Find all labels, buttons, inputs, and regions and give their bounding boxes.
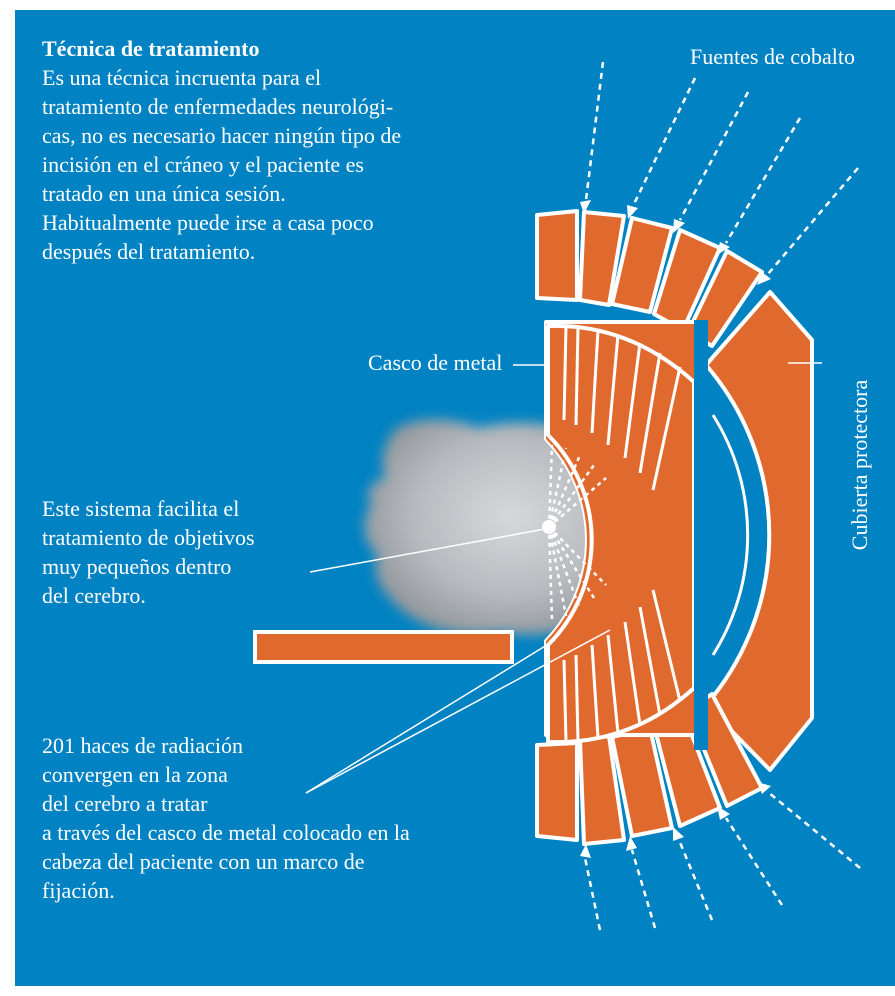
target-point	[542, 520, 556, 534]
intro-title: Técnica de tratamiento	[42, 36, 260, 61]
beams-note-line: a través del casco de metal colocado en …	[42, 820, 410, 845]
beams-note: 201 haces de radiación convergen en la z…	[42, 731, 410, 905]
target-note-line: tratamiento de objetivos	[42, 525, 255, 550]
protective-cover-label: Cubierta protectora	[847, 379, 872, 551]
upper-source-blocks	[535, 209, 764, 348]
intro-line: cas, no es necesario hacer ningún tipo d…	[42, 123, 402, 148]
intro-line: después del tratamiento.	[42, 239, 256, 264]
intro-line: Habitualmente puede irse a casa poco	[42, 210, 374, 235]
beam-arrowheads	[580, 200, 771, 858]
patient-head	[364, 419, 631, 635]
radiation-beams-top	[584, 61, 859, 275]
beams-note-line: cabeza del paciente con un marco de	[42, 849, 365, 874]
target-note-line: del cerebro.	[42, 583, 146, 608]
beams-note-line: fijación.	[42, 878, 115, 903]
helmet-collimator-lines	[562, 325, 682, 743]
leader-lines	[305, 362, 822, 794]
patient-table	[253, 630, 514, 664]
intro-line: Es una técnica incruenta para el	[42, 65, 322, 90]
intro-line: tratamiento de enfermedades neurológi-	[42, 94, 394, 119]
separation-arc	[711, 414, 750, 656]
beams-note-line: convergen en la zona	[42, 762, 228, 787]
target-note-line: muy pequeños dentro	[42, 554, 232, 579]
radiation-beams-bottom	[583, 791, 861, 931]
helmet-body	[546, 323, 696, 745]
cobalt-sources-label: Fuentes de cobalto	[690, 44, 855, 69]
metal-helmet-label: Casco de metal	[368, 350, 503, 375]
helmet-cover-mask	[694, 320, 708, 750]
intro-line: incisión en el cráneo y el paciente es	[42, 152, 364, 177]
intro-line: tratado en una única sesión.	[42, 181, 286, 206]
converging-beams	[547, 444, 607, 621]
target-note-line: Este sistema facilita el	[42, 496, 240, 521]
target-note: Este sistema facilita el tratamiento de …	[42, 494, 255, 610]
beams-note-line: 201 haces de radiación	[42, 733, 243, 758]
beams-note-line: del cerebro a tratar	[42, 791, 208, 816]
intro-text: Técnica de tratamiento Es una técnica in…	[42, 34, 401, 266]
